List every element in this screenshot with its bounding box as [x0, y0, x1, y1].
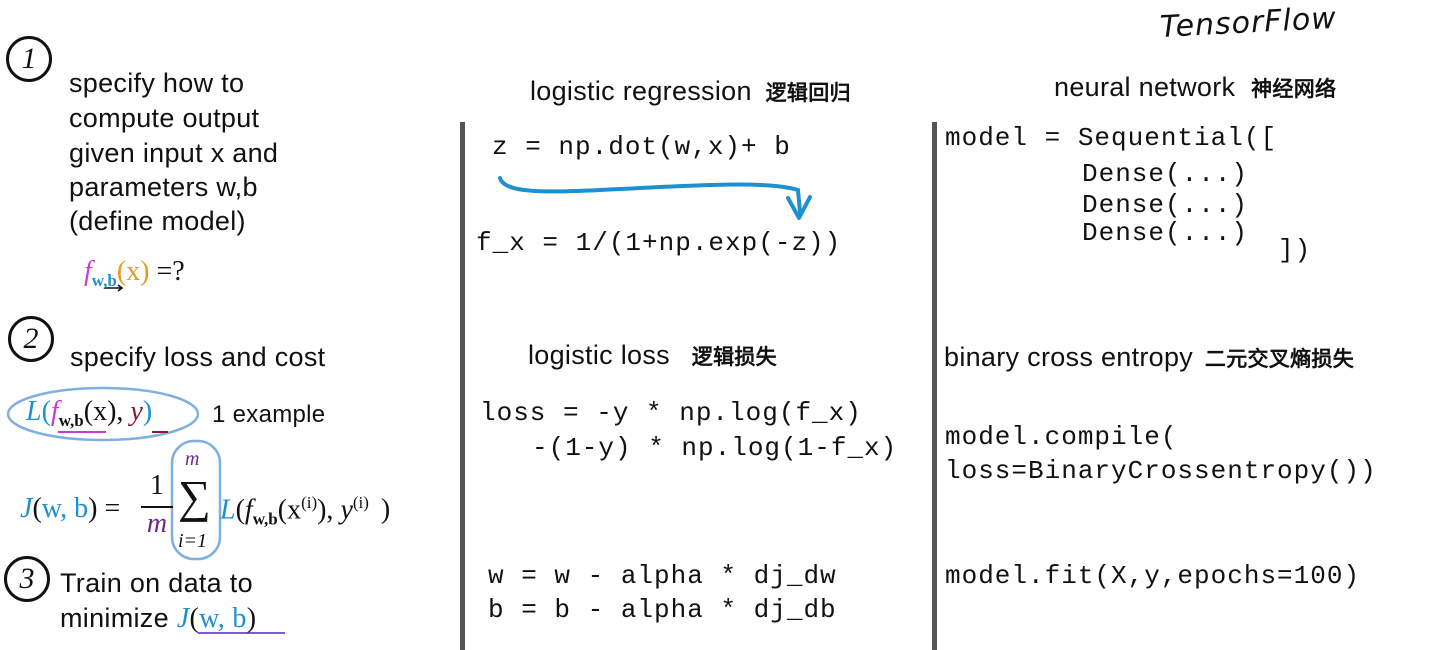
code-fit: model.fit(X,y,epochs=100) [945, 561, 1361, 591]
blue-arrow-curve [498, 176, 802, 214]
blue-arrow-head [786, 195, 812, 220]
logistic-loss-title: logistic loss 逻辑损失 [528, 340, 777, 370]
cost-formula-left: J(w, b) = [20, 493, 121, 524]
sum-sign: ∑ [178, 471, 211, 522]
code-dense-2: Dense(...) [1082, 190, 1249, 220]
code-loss-2: -(1-y) * np.log(1-f_x) [532, 433, 898, 463]
step-3-badge: 3 [4, 556, 50, 602]
step-3-line-1: Train on data to [60, 568, 253, 598]
step-1-line-3: given input x and [69, 138, 279, 168]
code-dense-1: Dense(...) [1082, 159, 1249, 189]
example-label: 1 example [212, 401, 326, 428]
code-close-bracket: ]) [1278, 235, 1312, 265]
code-compile-1: model.compile( [945, 422, 1178, 452]
step-2-badge: 2 [8, 316, 54, 362]
cost-formula-right: L(fw,b(x(i)), y(i)) [220, 493, 391, 529]
sum-upper: m [185, 448, 200, 470]
step-1-line-5: (define model) [69, 206, 246, 236]
code-update-w: w = w - alpha * dj_dw [488, 561, 837, 591]
step-3-line-2: minimize J(w, b) [60, 603, 257, 634]
code-fx: f_x = 1/(1+np.exp(-z)) [476, 228, 842, 258]
model-formula: fw,b(x) =? [84, 256, 185, 290]
step-1-line-2: compute output [69, 103, 260, 133]
logistic-regression-title: logistic regression 逻辑回归 [530, 76, 851, 106]
step-2-heading: specify loss and cost [70, 342, 326, 372]
fraction-den: m [146, 508, 168, 539]
step-1-line-4: parameters w,b [69, 172, 258, 202]
code-dense-3: Dense(...) [1082, 218, 1249, 248]
binary-cross-entropy-title: binary cross entropy 二元交叉熵损失 [944, 342, 1355, 372]
divider-right [932, 122, 937, 650]
loss-highlight-ellipse [6, 386, 200, 442]
loss-formula: L(fw,b(x), y) [26, 396, 153, 430]
sum-lower: i=1 [178, 530, 208, 552]
sum-highlight-box [170, 439, 222, 561]
code-sequential: model = Sequential([ [945, 123, 1278, 153]
fraction-num: 1 [150, 470, 164, 501]
step-1-line-1: specify how to [69, 68, 245, 98]
fraction-bar [141, 506, 173, 508]
code-loss-1: loss = -y * np.log(f_x) [480, 398, 862, 428]
code-z: z = np.dot(w,x)+ b [492, 132, 791, 162]
code-compile-2: loss=BinaryCrossentropy()) [945, 456, 1377, 486]
divider-left [460, 122, 465, 650]
code-update-b: b = b - alpha * dj_db [488, 595, 837, 625]
step-1-badge: 1 [6, 36, 52, 82]
vector-arrows [104, 284, 124, 292]
neural-network-title: neural network 神经网络 [1054, 72, 1337, 102]
